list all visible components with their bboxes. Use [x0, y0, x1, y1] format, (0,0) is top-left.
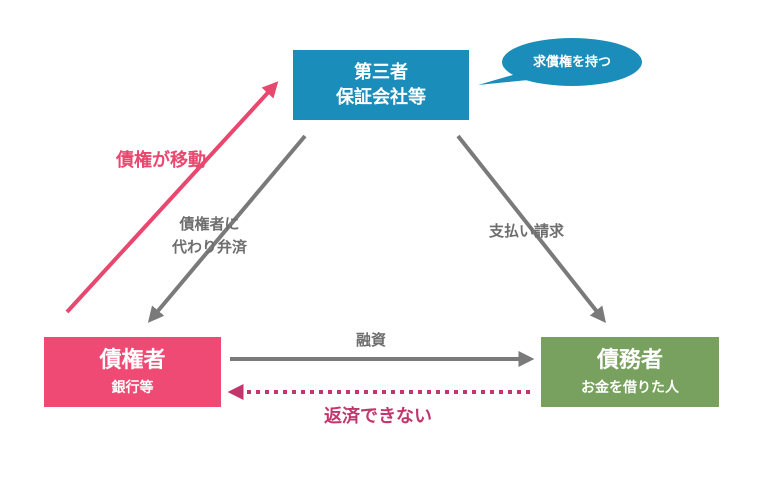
unpaid-repayment-label: 返済できない: [324, 406, 432, 427]
creditor-title: 債権者: [99, 347, 166, 373]
debtor-subtitle: お金を借りた人: [581, 379, 679, 396]
callout-text: 求償権を持つ: [532, 55, 611, 70]
substitute-payment-arrow: [147, 134, 307, 323]
creditor-subtitle: 銀行等: [111, 379, 154, 396]
substitute-payment-label-line1: 債権者に: [179, 215, 240, 233]
claim-transfer-arrow: [65, 81, 279, 314]
claim-transfer-label: 債権が移動: [116, 150, 206, 171]
loan-label: 融資: [356, 331, 387, 349]
payment-request-label: 支払い請求: [489, 222, 565, 240]
creditor-node: 債権者 銀行等: [44, 337, 221, 407]
substitute-payment-label: 債権者に 代わり弁済: [172, 213, 247, 259]
debtor-title: 債務者: [596, 347, 663, 373]
third-party-title: 第三者: [354, 62, 408, 83]
callout-bubble: [478, 38, 642, 86]
payment-request-arrow: [456, 134, 606, 324]
third-party-subtitle: 保証会社等: [336, 87, 426, 108]
substitute-payment-label-line2: 代わり弁済: [172, 238, 248, 256]
debtor-node: 債務者 お金を借りた人: [541, 337, 719, 407]
third-party-node: 第三者 保証会社等: [293, 50, 469, 120]
